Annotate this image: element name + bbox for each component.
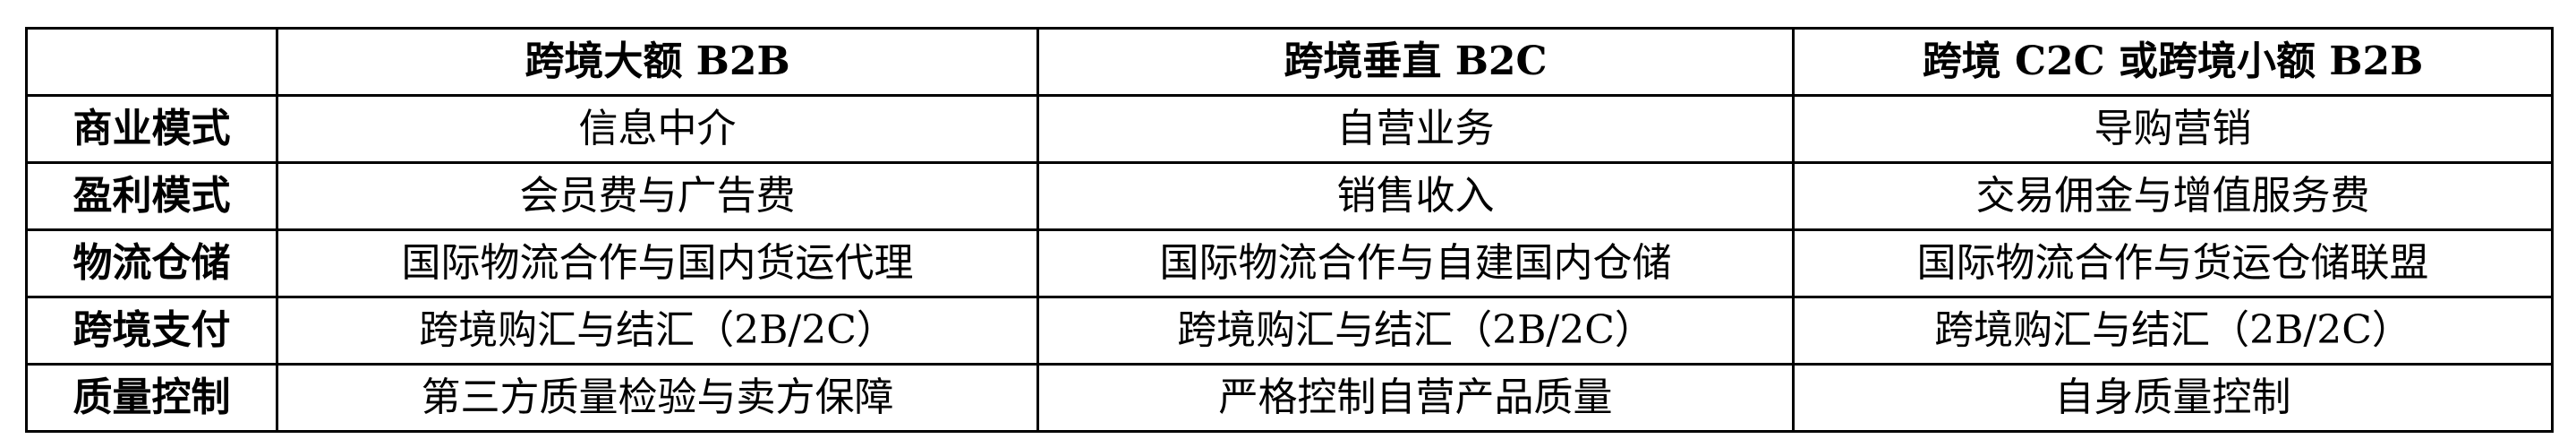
header-row: 跨境大额 B2B 跨境垂直 B2C 跨境 C2C 或跨境小额 B2B (25, 27, 2554, 97)
corner-cell (25, 27, 278, 97)
table-cell: 销售收入 (1036, 161, 1795, 231)
column-header-b2b-large: 跨境大额 B2B (276, 27, 1039, 97)
table-cell: 信息中介 (276, 94, 1039, 164)
table-cell: 自营业务 (1036, 94, 1795, 164)
table-cell: 交易佣金与增值服务费 (1792, 161, 2554, 231)
table-cell: 跨境购汇与结汇（2B/2C） (1792, 296, 2554, 366)
table-cell: 导购营销 (1792, 94, 2554, 164)
comparison-table-frame: 跨境大额 B2B 跨境垂直 B2C 跨境 C2C 或跨境小额 B2B 商业模式 … (25, 27, 2554, 433)
table-cell: 第三方质量检验与卖方保障 (276, 363, 1039, 433)
table-cell: 国际物流合作与自建国内仓储 (1036, 228, 1795, 298)
table-row: 商业模式 信息中介 自营业务 导购营销 (25, 94, 2554, 164)
row-header: 物流仓储 (25, 228, 278, 298)
table-row: 盈利模式 会员费与广告费 销售收入 交易佣金与增值服务费 (25, 161, 2554, 231)
table-cell: 严格控制自营产品质量 (1036, 363, 1795, 433)
table-cell: 自身质量控制 (1792, 363, 2554, 433)
table-cell: 国际物流合作与国内货运代理 (276, 228, 1039, 298)
table-cell: 会员费与广告费 (276, 161, 1039, 231)
table-row: 跨境支付 跨境购汇与结汇（2B/2C） 跨境购汇与结汇（2B/2C） 跨境购汇与… (25, 296, 2554, 366)
comparison-table: 跨境大额 B2B 跨境垂直 B2C 跨境 C2C 或跨境小额 B2B 商业模式 … (25, 27, 2554, 433)
column-header-b2c-vertical: 跨境垂直 B2C (1036, 27, 1795, 97)
table-cell: 跨境购汇与结汇（2B/2C） (276, 296, 1039, 366)
table-row: 质量控制 第三方质量检验与卖方保障 严格控制自营产品质量 自身质量控制 (25, 363, 2554, 433)
table-cell: 国际物流合作与货运仓储联盟 (1792, 228, 2554, 298)
row-header: 盈利模式 (25, 161, 278, 231)
table-row: 物流仓储 国际物流合作与国内货运代理 国际物流合作与自建国内仓储 国际物流合作与… (25, 228, 2554, 298)
row-header: 商业模式 (25, 94, 278, 164)
row-header: 质量控制 (25, 363, 278, 433)
column-header-c2c-small-b2b: 跨境 C2C 或跨境小额 B2B (1792, 27, 2554, 97)
table-cell: 跨境购汇与结汇（2B/2C） (1036, 296, 1795, 366)
row-header: 跨境支付 (25, 296, 278, 366)
